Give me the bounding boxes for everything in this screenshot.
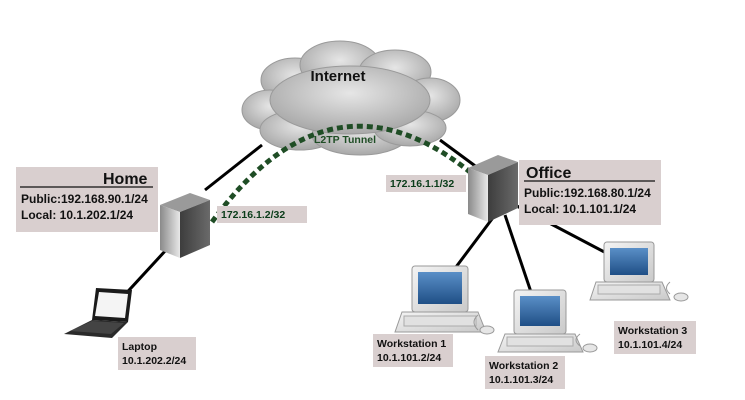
workstation-1-icon xyxy=(394,265,495,335)
office-local-ip: Local: 10.1.101.1/24 xyxy=(524,202,636,216)
home-router xyxy=(160,193,210,258)
office-tunnel-ip: 172.16.1.1/32 xyxy=(390,178,454,190)
office-router xyxy=(468,155,518,222)
home-tunnel-ip: 172.16.1.2/32 xyxy=(221,209,285,221)
workstation-3-name: Workstation 3 xyxy=(618,325,687,337)
home-wan-link xyxy=(204,143,263,192)
laptop-label: Laptop 10.1.202.2/24 xyxy=(118,337,196,370)
workstation-2-icon xyxy=(497,289,598,353)
workstation-1-ip: 10.1.101.2/24 xyxy=(377,352,441,364)
workstation-3-ip: 10.1.101.4/24 xyxy=(618,339,682,351)
home-tunnel-ip-tag: 172.16.1.2/32 xyxy=(217,206,307,223)
laptop-ip: 10.1.202.2/24 xyxy=(122,355,186,367)
ws2-link xyxy=(503,214,534,296)
home-public-ip: Public:192.168.90.1/24 xyxy=(21,192,148,206)
tunnel-label: L2TP Tunnel xyxy=(314,134,376,146)
cloud-title: Internet xyxy=(310,68,365,85)
internet-cloud: Internet xyxy=(241,40,461,156)
home-title: Home xyxy=(103,171,148,188)
home-info-box: Home Public:192.168.90.1/24 Local: 10.1.… xyxy=(16,167,158,232)
workstation-2-label: Workstation 2 10.1.101.3/24 xyxy=(485,356,565,389)
office-wan-link xyxy=(439,138,479,170)
workstation-1-label: Workstation 1 10.1.101.2/24 xyxy=(373,334,453,367)
laptop-name: Laptop xyxy=(122,341,157,353)
workstation-2-name: Workstation 2 xyxy=(489,360,558,372)
laptop-icon xyxy=(64,288,132,338)
office-public-ip: Public:192.168.80.1/24 xyxy=(524,186,651,200)
home-local-ip: Local: 10.1.202.1/24 xyxy=(21,208,133,222)
office-tunnel-ip-tag: 172.16.1.1/32 xyxy=(386,175,466,192)
l2tp-tunnel-path xyxy=(209,123,472,224)
ws1-link xyxy=(448,214,497,276)
workstation-2-ip: 10.1.101.3/24 xyxy=(489,374,553,386)
workstation-3-icon xyxy=(589,241,689,302)
workstation-1-name: Workstation 1 xyxy=(377,338,446,350)
office-info-box: Office Public:192.168.80.1/24 Local: 10.… xyxy=(519,160,661,225)
workstation-3-label: Workstation 3 10.1.101.4/24 xyxy=(614,321,696,354)
office-title: Office xyxy=(526,165,571,182)
